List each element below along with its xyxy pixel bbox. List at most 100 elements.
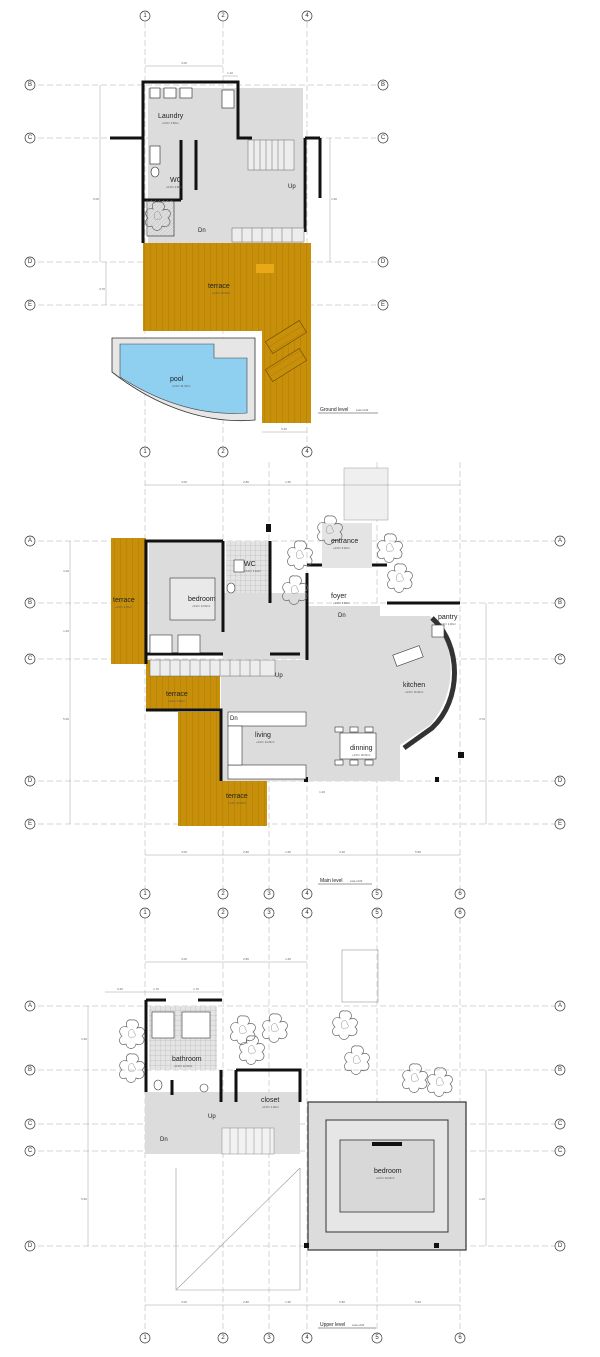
svg-text:1.10: 1.10 xyxy=(227,71,233,75)
room-label-entrance: entrance xyxy=(331,538,358,545)
upper-fixtures xyxy=(151,1011,211,1093)
hall-floor xyxy=(223,593,307,659)
grid-col-label: 2 xyxy=(221,13,225,19)
svg-text:5.80: 5.80 xyxy=(415,850,421,854)
svg-text:B: B xyxy=(558,600,562,606)
svg-text:B: B xyxy=(28,1067,32,1073)
room-label-terrace-bottom: terrace xyxy=(226,793,248,800)
svg-text:3: 3 xyxy=(267,891,271,897)
upper-grid-bubbles: 1 2 3 4 5 6 1 2 3 4 5 6 A B xyxy=(24,907,566,1344)
room-label-closet: closet xyxy=(261,1097,279,1104)
svg-text:D: D xyxy=(28,1243,33,1249)
stair-down-label: Dn xyxy=(338,613,346,619)
room-label-terrace: terrace xyxy=(113,597,135,604)
svg-text:2.80: 2.80 xyxy=(243,480,249,484)
svg-text:3.70: 3.70 xyxy=(99,287,105,291)
svg-text:3.00: 3.00 xyxy=(181,850,187,854)
svg-text:3.00: 3.00 xyxy=(181,957,187,961)
svg-text:1: 1 xyxy=(143,910,147,916)
entrance-floor xyxy=(322,523,372,568)
svg-text:2: 2 xyxy=(221,1335,225,1341)
room-label-pool: pool xyxy=(170,376,184,383)
plan-title-ground: Ground level xyxy=(320,407,348,413)
room-label-living: living xyxy=(255,732,271,739)
grid-row-label: B xyxy=(381,82,385,88)
entry-steps xyxy=(343,467,389,521)
room-area-terrace: +0.00 / 32.00m² xyxy=(212,291,230,295)
svg-text:1.40: 1.40 xyxy=(63,629,69,633)
stair-up-label: Up xyxy=(208,1114,216,1120)
grid-row-label: C xyxy=(381,135,386,141)
svg-text:5.80: 5.80 xyxy=(339,1300,345,1304)
svg-text:E: E xyxy=(558,821,562,827)
svg-text:1: 1 xyxy=(143,1335,147,1341)
svg-text:+3.00 / 18.00m²: +3.00 / 18.00m² xyxy=(352,753,370,757)
main-walls xyxy=(144,539,460,781)
svg-text:+3.00 / 2.00m²: +3.00 / 2.00m² xyxy=(439,622,456,626)
svg-text:2.80: 2.80 xyxy=(243,957,249,961)
room-label-kitchen: kitchen xyxy=(403,682,425,689)
svg-text:3.20: 3.20 xyxy=(63,569,69,573)
plan-title-main: Main level xyxy=(320,878,343,884)
svg-text:1.20: 1.20 xyxy=(479,1197,485,1201)
svg-text:3: 3 xyxy=(267,1335,271,1341)
svg-text:C: C xyxy=(28,1148,33,1154)
svg-text:3.00: 3.00 xyxy=(181,1300,187,1304)
outdoor-table xyxy=(256,264,274,273)
svg-text:E: E xyxy=(28,821,32,827)
svg-text:D: D xyxy=(558,778,563,784)
room-label-foyer: foyer xyxy=(331,593,347,600)
svg-text:3.20: 3.20 xyxy=(339,850,345,854)
ground-dimensions: 3.00 1.10 6.00 1.60 3.70 6.40 xyxy=(93,61,337,433)
room-label-pantry: pantry xyxy=(438,614,458,621)
grid-row-label: B xyxy=(28,82,32,88)
room-area-wc: +0.00 / 2.80m² xyxy=(166,185,183,189)
svg-text:A: A xyxy=(558,1003,562,1009)
stair-up-label: Up xyxy=(275,673,283,679)
svg-text:0.40: 0.40 xyxy=(117,987,123,991)
svg-text:1.60: 1.60 xyxy=(285,850,291,854)
stair-down-label: Dn xyxy=(160,1137,168,1143)
svg-text:2.80: 2.80 xyxy=(243,1300,249,1304)
stair-down-label-2: Dn xyxy=(230,716,238,722)
svg-text:+3.00 / 6.00m²: +3.00 / 6.00m² xyxy=(333,546,350,550)
svg-text:3.00: 3.00 xyxy=(181,480,187,484)
main-stair xyxy=(149,659,276,677)
svg-text:1.20: 1.20 xyxy=(319,790,325,794)
svg-text:1.70: 1.70 xyxy=(153,987,159,991)
room-label-bedroom: bedroom xyxy=(374,1168,402,1175)
upper-walls xyxy=(144,998,302,1102)
ground-level-plan: 1 2 4 1 2 4 B C D E B C D E xyxy=(24,10,389,458)
svg-text:1.60: 1.60 xyxy=(81,1037,87,1041)
svg-text:5: 5 xyxy=(375,1335,379,1341)
plan-title-upper: Upper level xyxy=(320,1322,345,1328)
svg-text:+3.00 / 16.00m²: +3.00 / 16.00m² xyxy=(405,690,423,694)
svg-text:1.60: 1.60 xyxy=(285,957,291,961)
svg-text:C: C xyxy=(28,656,33,662)
svg-text:B: B xyxy=(558,1067,562,1073)
svg-text:6.40: 6.40 xyxy=(281,427,287,431)
svg-text:5.60: 5.60 xyxy=(415,1300,421,1304)
svg-text:A: A xyxy=(28,1003,32,1009)
living-dining-floor xyxy=(221,606,451,781)
grid-col-label: 2 xyxy=(221,449,225,455)
svg-text:A: A xyxy=(28,538,32,544)
svg-text:3.70: 3.70 xyxy=(479,717,485,721)
room-label-terrace: terrace xyxy=(208,283,230,290)
main-terrace-west xyxy=(111,538,146,664)
svg-text:+3.00 / 20.00m²: +3.00 / 20.00m² xyxy=(228,801,246,805)
svg-text:1.60: 1.60 xyxy=(285,1300,291,1304)
svg-text:B: B xyxy=(28,600,32,606)
grid-col-label: 4 xyxy=(305,13,309,19)
svg-text:A: A xyxy=(558,538,562,544)
upper-dimensions: 0.40 1.70 1.70 3.00 2.80 1.60 3.00 2.80 … xyxy=(81,957,487,1306)
room-label-dinning: dinning xyxy=(350,745,373,752)
grid-row-label: D xyxy=(381,259,386,265)
grid-col-label: 1 xyxy=(143,449,147,455)
svg-text:3: 3 xyxy=(267,910,271,916)
upper-level-plan: 1 2 3 4 5 6 1 2 3 4 5 6 A B xyxy=(24,907,566,1344)
plan-scale-ground: scale 1/100 xyxy=(356,409,369,412)
bed xyxy=(339,1139,435,1213)
svg-text:C: C xyxy=(558,1148,563,1154)
